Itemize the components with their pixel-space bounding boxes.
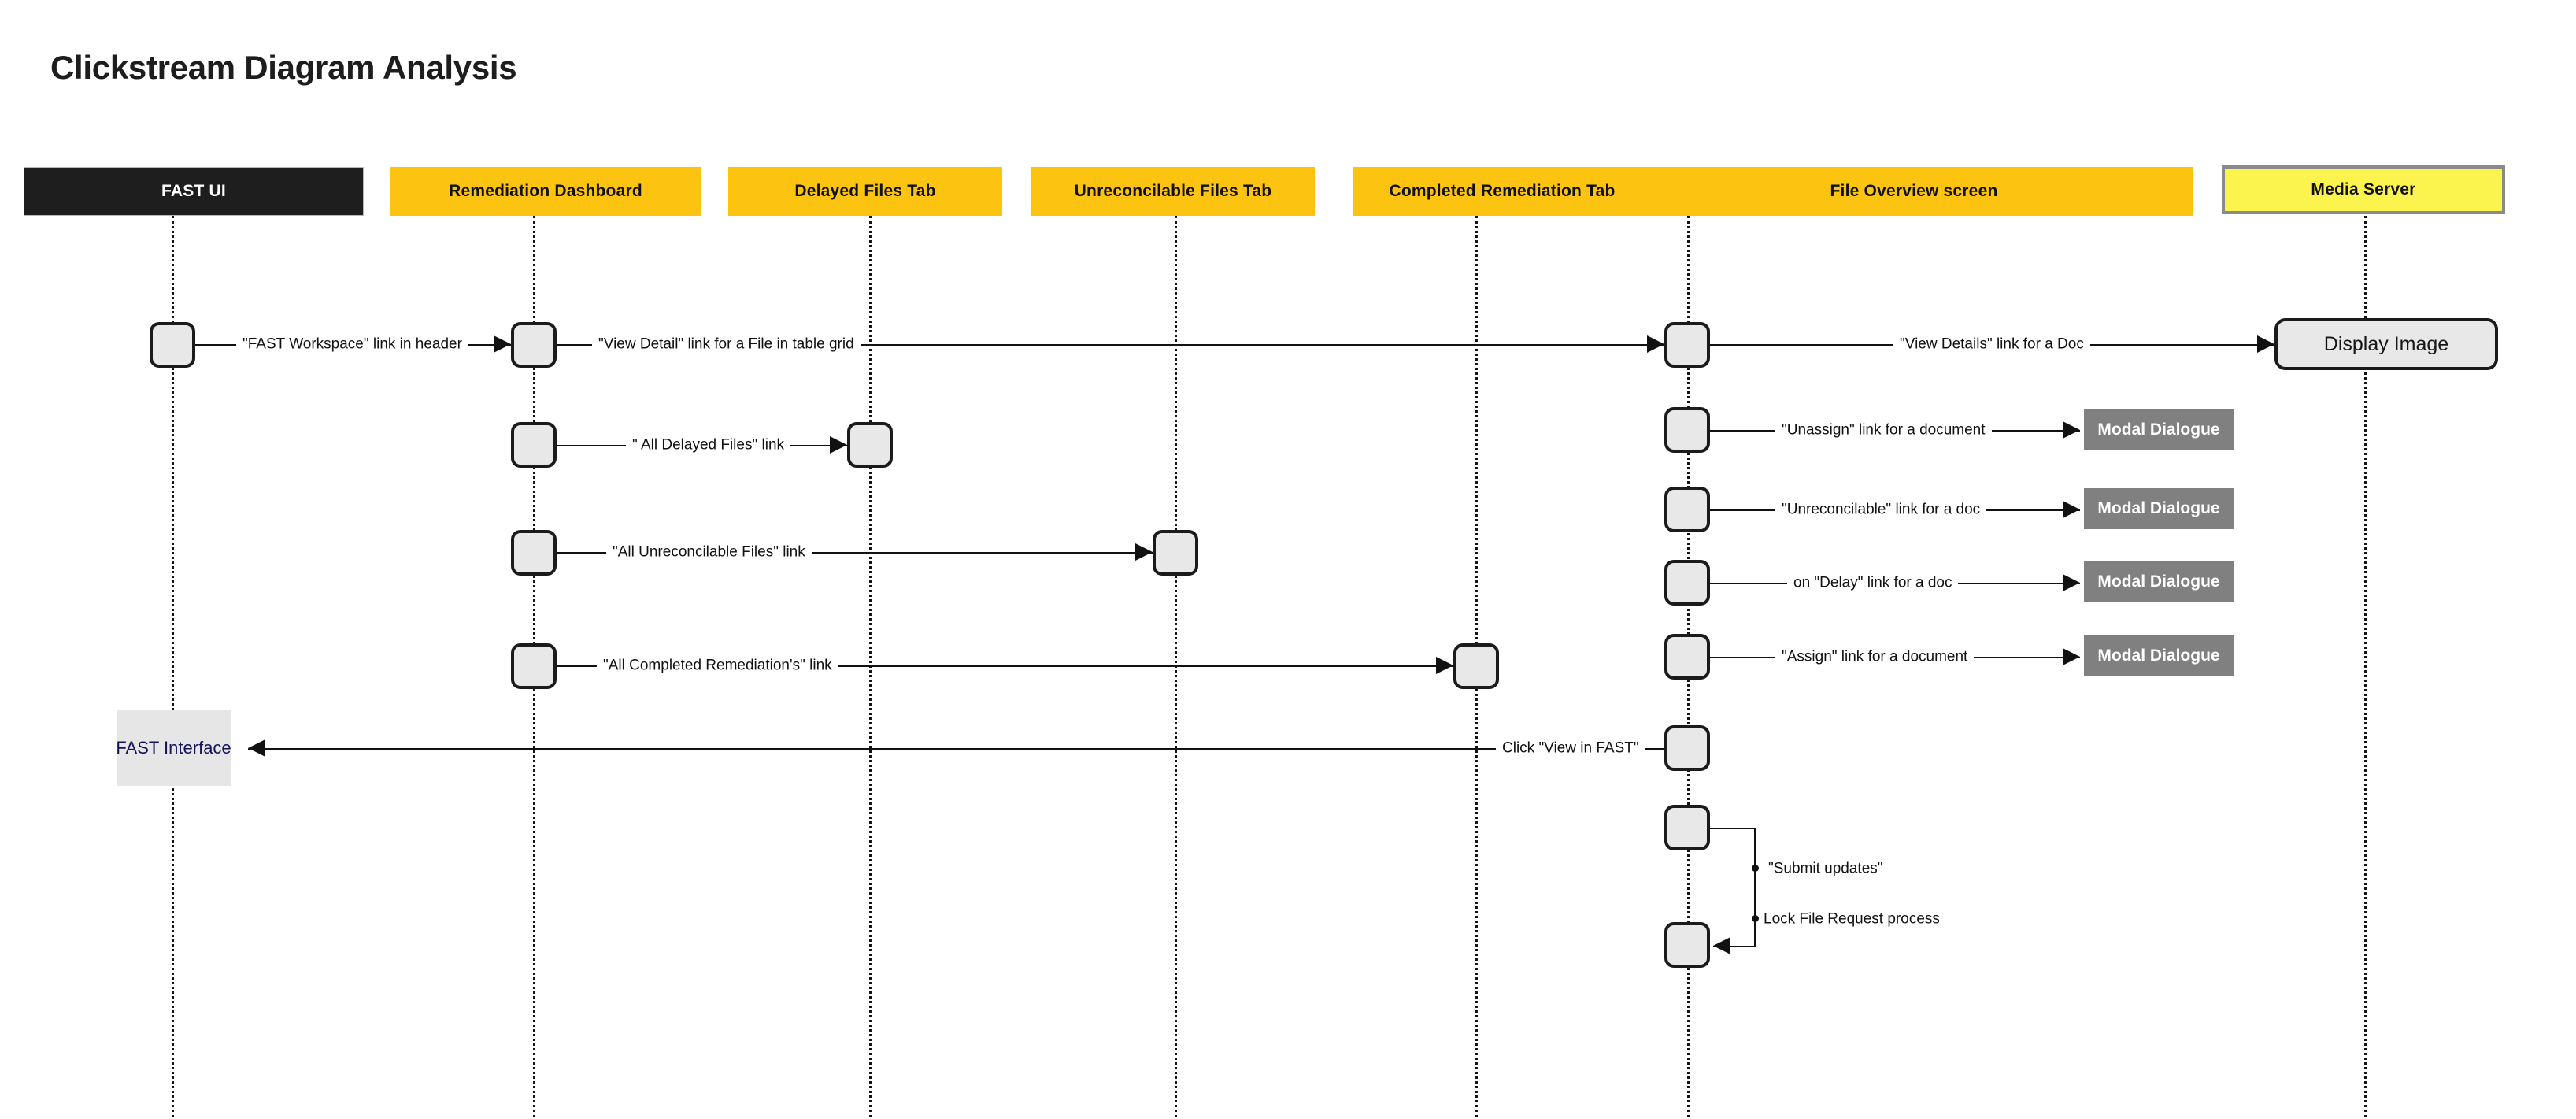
lifeline-header-completed-remediation-tab[interactable]: Completed Remediation Tab	[1353, 167, 1652, 216]
activation-box[interactable]	[511, 422, 557, 468]
self-loop-dot	[1752, 865, 1759, 872]
activation-box-self-loop-end[interactable]	[1664, 922, 1710, 968]
arrow-head-icon	[494, 335, 511, 353]
message-label: "View Detail" link for a File in table g…	[592, 336, 861, 352]
message-label: "Assign" link for a document	[1775, 649, 1975, 665]
lifeline-header-label: Remediation Dashboard	[449, 182, 642, 200]
lifeline-header-unreconcilable-files-tab[interactable]: Unreconcilable Files Tab	[1031, 167, 1315, 216]
node-label: Modal Dialogue	[2097, 421, 2220, 439]
node-label: Modal Dialogue	[2097, 647, 2220, 665]
arrow-head-icon	[1713, 937, 1730, 954]
self-loop-bottom-segment	[1713, 946, 1756, 947]
lifeline-header-label: Completed Remediation Tab	[1389, 182, 1616, 200]
arrow-head-icon	[2063, 648, 2080, 665]
activation-box[interactable]	[1664, 322, 1710, 368]
message-label: on "Delay" link for a doc	[1787, 575, 1959, 591]
message-label: "FAST Workspace" link in header	[236, 336, 468, 352]
lifeline-header-media-server[interactable]: Media Server	[2222, 165, 2505, 214]
self-message-label: "Submit updates"	[1768, 860, 1883, 877]
arrow-head-icon	[248, 739, 265, 757]
activation-box[interactable]	[1664, 407, 1710, 453]
lifeline-header-label: Unreconcilable Files Tab	[1074, 182, 1272, 200]
arrow-head-icon	[2257, 335, 2274, 353]
lifeline-fast-ui	[172, 216, 174, 1117]
node-label: Modal Dialogue	[2097, 572, 2220, 591]
lifeline-header-label: File Overview screen	[1830, 182, 1998, 200]
activation-box[interactable]	[511, 643, 557, 689]
arrow-head-icon	[2063, 501, 2080, 518]
node-modal-dialogue[interactable]: Modal Dialogue	[2084, 409, 2234, 450]
node-label: Display Image	[2323, 332, 2449, 355]
activation-box[interactable]	[1664, 560, 1710, 606]
arrow-head-icon	[1135, 543, 1153, 561]
node-modal-dialogue[interactable]: Modal Dialogue	[2084, 561, 2234, 602]
activation-box[interactable]	[1664, 725, 1710, 771]
node-modal-dialogue[interactable]: Modal Dialogue	[2084, 635, 2234, 676]
message-label: "View Details" link for a Doc	[1893, 336, 2090, 352]
arrow-head-icon	[1647, 335, 1664, 353]
message-label: "All Completed Remediation's" link	[597, 658, 838, 673]
message-line	[557, 552, 1153, 554]
self-message-label: Lock File Request process	[1764, 910, 1940, 928]
message-label: "Unassign" link for a document	[1775, 422, 1992, 438]
node-label: FAST Interface	[116, 738, 231, 758]
arrow-head-icon	[1436, 657, 1453, 674]
lifeline-media-server	[2364, 216, 2367, 1117]
activation-box[interactable]	[1664, 634, 1710, 680]
node-fast-interface[interactable]: FAST Interface	[116, 710, 231, 786]
self-loop-dot	[1752, 915, 1759, 922]
lifeline-header-delayed-files-tab[interactable]: Delayed Files Tab	[728, 167, 1002, 216]
activation-box[interactable]	[1153, 530, 1198, 576]
activation-box[interactable]	[847, 422, 893, 468]
node-label: Modal Dialogue	[2097, 499, 2220, 517]
arrow-head-icon	[830, 436, 847, 454]
lifeline-header-label: Delayed Files Tab	[794, 182, 936, 200]
message-label: " All Delayed Files" link	[626, 437, 791, 453]
lifeline-header-label: Media Server	[2311, 180, 2416, 198]
page-title: Clickstream Diagram Analysis	[50, 49, 517, 86]
lifeline-header-remediation-dashboard[interactable]: Remediation Dashboard	[390, 167, 701, 216]
message-label: "Unreconcilable" link for a doc	[1775, 502, 1987, 517]
message-label: "All Unreconcilable Files" link	[606, 544, 812, 560]
activation-box[interactable]	[150, 322, 195, 368]
activation-box[interactable]	[511, 322, 557, 368]
activation-box[interactable]	[1664, 487, 1710, 532]
message-line	[557, 344, 1664, 346]
self-loop-top-segment	[1710, 828, 1754, 829]
message-line	[557, 665, 1453, 667]
self-loop-vertical-segment	[1754, 828, 1756, 946]
node-display-image[interactable]: Display Image	[2274, 318, 2498, 370]
lifeline-header-file-overview-screen[interactable]: File Overview screen	[1634, 167, 2193, 216]
message-label: Click "View in FAST"	[1496, 740, 1645, 756]
arrow-head-icon	[2063, 574, 2080, 591]
activation-box-self-loop-start[interactable]	[1664, 805, 1710, 850]
activation-box[interactable]	[511, 530, 557, 576]
arrow-head-icon	[2063, 421, 2080, 439]
lifeline-header-fast-ui[interactable]: FAST UI	[24, 167, 364, 216]
activation-box[interactable]	[1453, 643, 1499, 689]
message-line	[248, 748, 1664, 750]
lifeline-header-label: FAST UI	[161, 182, 226, 200]
node-modal-dialogue[interactable]: Modal Dialogue	[2084, 488, 2234, 529]
